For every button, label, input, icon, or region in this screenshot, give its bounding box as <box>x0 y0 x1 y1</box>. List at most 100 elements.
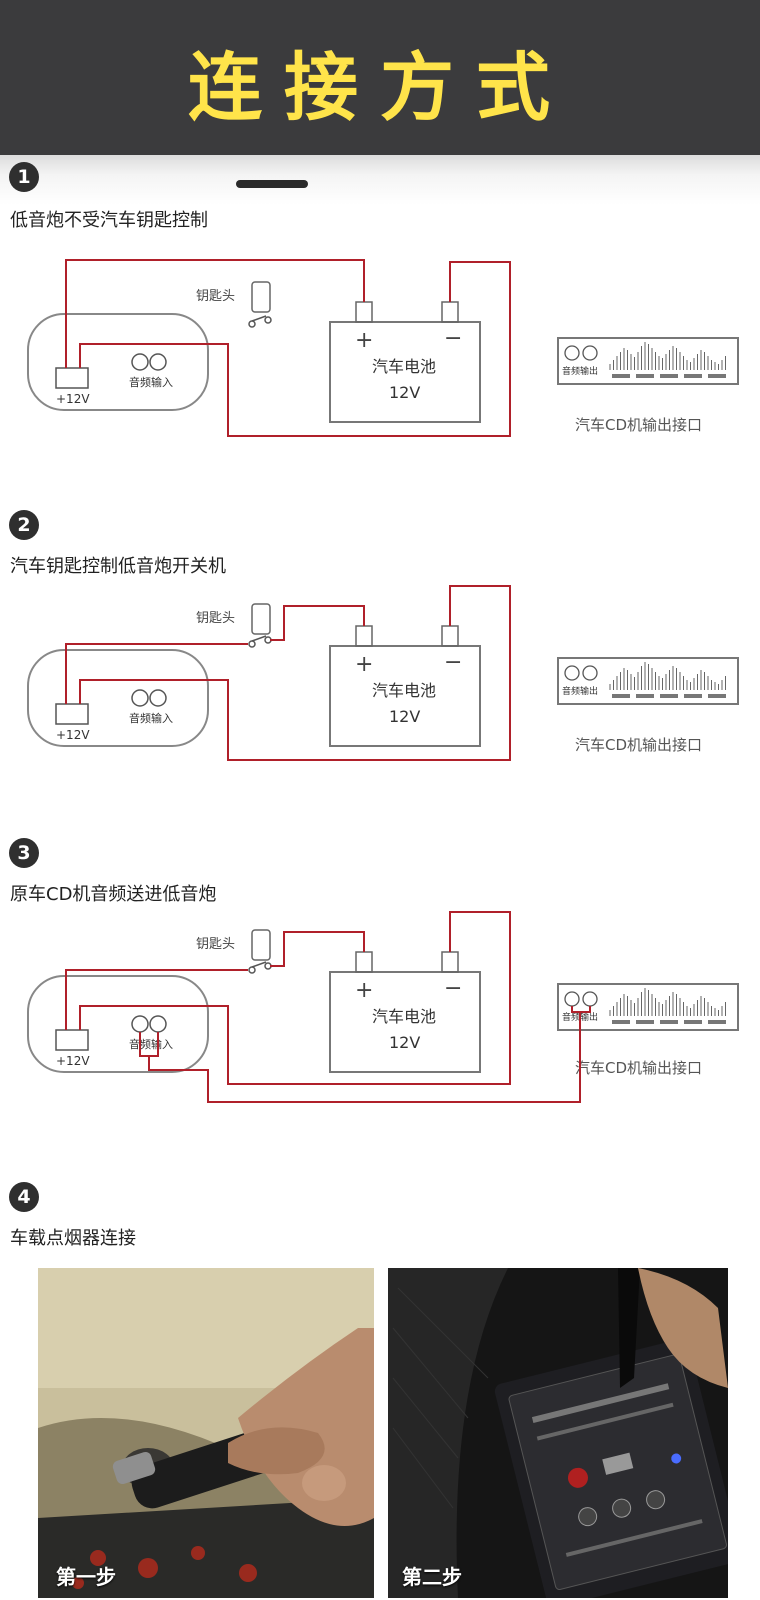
photo-2-label: 第二步 <box>402 1565 462 1589</box>
step-2-diagram: +12V 音频输入 钥匙头 + − 汽车电池 12V 音频输出 汽车CD机输出接… <box>0 580 760 810</box>
switch-lever <box>251 315 267 322</box>
photo-1-label: 第一步 <box>56 1565 116 1589</box>
switch-contact-left <box>248 966 256 974</box>
cd-caption: 汽车CD机输出接口 <box>575 1059 702 1077</box>
audio-input-jack-left <box>131 689 149 707</box>
cd-button <box>684 1020 702 1024</box>
cd-button <box>612 374 630 378</box>
step-2-badge: 2 <box>9 510 39 540</box>
power-terminal <box>55 703 89 725</box>
switch-lever <box>251 961 267 968</box>
power-wire <box>65 259 365 368</box>
key-label: 钥匙头 <box>196 937 235 952</box>
audio-input-jack-left <box>131 1015 149 1033</box>
battery-label: 汽车电池 <box>372 1007 436 1026</box>
plus-sign: + <box>355 978 373 1003</box>
battery-body <box>329 971 481 1073</box>
audio-wire-cd-end <box>580 1006 591 1013</box>
wiring-diagram-2: +12V 音频输入 钥匙头 + − 汽车电池 12V 音频输出 汽车CD机输出接… <box>27 585 739 761</box>
key-icon <box>251 281 271 313</box>
subwoofer-body <box>27 649 209 747</box>
subwoofer-body <box>27 975 209 1073</box>
step-3-title: 原车CD机音频送进低音炮 <box>10 884 217 905</box>
cd-jack-right <box>582 991 598 1007</box>
battery-minus-terminal <box>441 301 459 323</box>
audio-input-jack-right <box>149 689 167 707</box>
switched-power-wire <box>65 643 248 704</box>
battery-minus-terminal <box>441 625 459 647</box>
plus-sign: + <box>355 328 373 353</box>
power-label: +12V <box>56 728 90 742</box>
key-label: 钥匙头 <box>196 611 235 626</box>
ground-wire <box>79 911 511 1085</box>
power-label: +12V <box>56 1054 90 1068</box>
cd-jack-right <box>582 345 598 361</box>
battery-plus-wire <box>270 605 365 641</box>
header-banner <box>0 0 760 155</box>
equalizer-bars <box>609 988 726 1024</box>
amplifier-illustration <box>388 1268 728 1598</box>
voltage-label: 12V <box>389 383 420 402</box>
voltage-label: 12V <box>389 707 420 726</box>
battery-plus-wire <box>270 931 365 967</box>
audio-signal-wire <box>148 1006 581 1103</box>
wiring-diagram-1: +12V 音频输入 钥匙头 + − 汽车电池 12V 音频输出 汽车CD机输出接… <box>27 259 739 437</box>
step-2-title: 汽车钥匙控制低音炮开关机 <box>10 556 226 577</box>
minus-sign: − <box>444 650 462 675</box>
decorative-knob <box>236 180 308 188</box>
cd-button <box>684 694 702 698</box>
step-1-badge: 1 <box>9 162 39 192</box>
lighter-plug-illustration <box>38 1268 374 1598</box>
cd-button <box>660 1020 678 1024</box>
photo-step-1: 第一步 <box>38 1268 374 1598</box>
key-icon <box>251 929 271 961</box>
key-label: 钥匙头 <box>196 289 235 304</box>
step-4-title: 车载点烟器连接 <box>10 1228 136 1249</box>
cd-button <box>636 1020 654 1024</box>
wiring-diagram-3: +12V 音频输入 钥匙头 + − 汽车电池 12V 音频输出 汽车CD机输出接… <box>27 911 739 1103</box>
cd-button <box>636 694 654 698</box>
plus-sign: + <box>355 652 373 677</box>
step-4-badge: 4 <box>9 1182 39 1212</box>
key-icon <box>251 603 271 635</box>
battery-label: 汽车电池 <box>372 681 436 700</box>
step-1-title: 低音炮不受汽车钥匙控制 <box>10 210 208 231</box>
cd-button <box>684 374 702 378</box>
switch-contact-right <box>264 316 272 324</box>
switched-power-wire <box>65 969 248 1030</box>
battery-plus-terminal <box>355 625 373 647</box>
cd-unit-body <box>557 657 739 705</box>
ground-wire <box>79 261 511 437</box>
cd-button <box>708 374 726 378</box>
decorative-strip <box>0 155 760 205</box>
battery-body <box>329 645 481 747</box>
cd-button <box>612 694 630 698</box>
audio-input-jack-left <box>131 353 149 371</box>
switch-lever <box>251 635 267 642</box>
battery-plus-terminal <box>355 951 373 973</box>
cd-caption: 汽车CD机输出接口 <box>575 416 702 434</box>
audio-input-jack-right <box>149 353 167 371</box>
minus-sign: − <box>444 976 462 1001</box>
battery-body <box>329 321 481 423</box>
step-3-badge: 3 <box>9 838 39 868</box>
audio-input-jack-right <box>149 1015 167 1033</box>
voltage-label: 12V <box>389 1033 420 1052</box>
cd-unit-body <box>557 337 739 385</box>
cd-button <box>708 1020 726 1024</box>
cd-unit-body <box>557 983 739 1031</box>
audio-input-label: 音频输入 <box>129 711 173 725</box>
equalizer-bars <box>609 662 726 698</box>
photo-step-2: 第二步 <box>388 1268 728 1598</box>
cd-button <box>660 694 678 698</box>
minus-sign: − <box>444 326 462 351</box>
page-title: 连接方式 <box>188 45 572 131</box>
switch-contact-left <box>248 320 256 328</box>
battery-minus-terminal <box>441 951 459 973</box>
cd-button <box>612 1020 630 1024</box>
audio-input-label: 音频输入 <box>129 375 173 389</box>
cd-jack-right <box>582 665 598 681</box>
switch-contact-left <box>248 640 256 648</box>
step-1-diagram: +12V 音频输入 钥匙头 + − 汽车电池 12V 音频输出 汽车CD机输出接… <box>0 240 760 470</box>
equalizer-bars <box>609 342 726 378</box>
